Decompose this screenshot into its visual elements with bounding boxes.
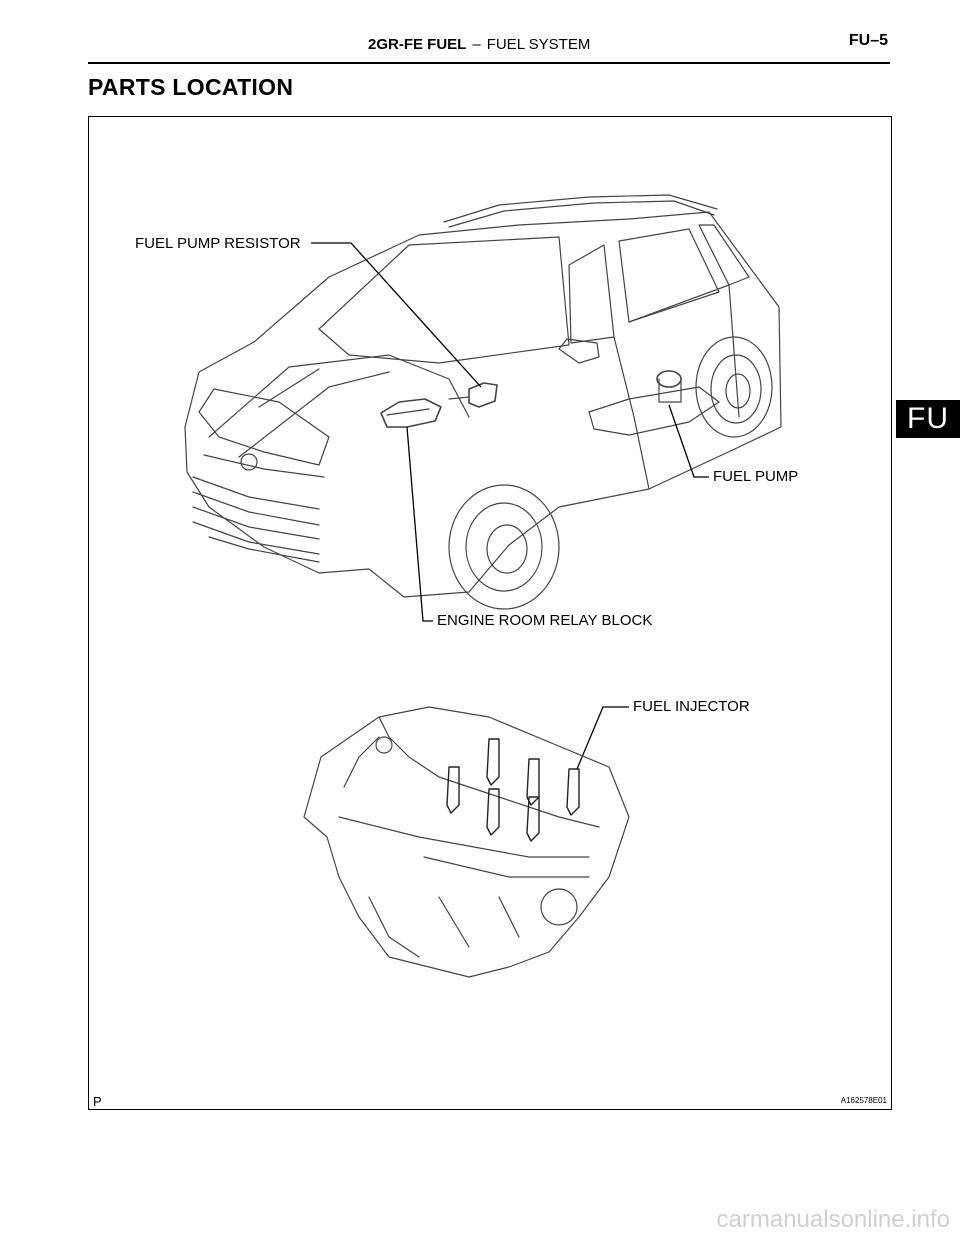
leader-engine-room-relay-block xyxy=(406,426,433,622)
front-wheel xyxy=(448,484,560,610)
header-section: 2GR-FE FUEL xyxy=(368,36,467,53)
label-fuel-injector: FUEL INJECTOR xyxy=(633,698,750,715)
watermark: carmanualsonline.info xyxy=(716,1206,950,1233)
injector-3 xyxy=(566,768,580,816)
header-subsection: FUEL SYSTEM xyxy=(486,36,591,53)
parts-location-figure: FUEL PUMP RESISTOR FUEL PUMP ENGINE ROOM… xyxy=(88,116,892,1110)
page-title: PARTS LOCATION xyxy=(88,74,294,100)
header-separator: – xyxy=(472,36,481,53)
label-fuel-pump-resistor: FUEL PUMP RESISTOR xyxy=(135,235,301,252)
side-window xyxy=(568,244,615,344)
leader-fuel-pump xyxy=(668,404,709,478)
fuel-pump-component xyxy=(656,370,682,388)
fuel-tank xyxy=(588,386,720,436)
windshield xyxy=(318,236,570,364)
injector-1 xyxy=(486,738,500,786)
section-tab: FU xyxy=(896,400,960,438)
engine-block xyxy=(303,706,630,978)
injector-5 xyxy=(486,788,500,836)
figure-corner-mark: P xyxy=(93,1094,102,1109)
injector-4 xyxy=(446,766,460,814)
label-fuel-pump: FUEL PUMP xyxy=(713,468,799,485)
fuel-injectors xyxy=(446,738,580,842)
vehicle-engine-illustration xyxy=(184,194,782,978)
page-header: 2GR-FE FUEL–FUEL SYSTEM FU–5 xyxy=(88,26,890,64)
label-engine-room-relay-block: ENGINE ROOM RELAY BLOCK xyxy=(437,612,653,629)
side-mirror xyxy=(558,338,600,364)
leader-fuel-pump-resistor xyxy=(311,242,482,388)
fuel-pump-resistor-component xyxy=(468,382,498,408)
header-title: 2GR-FE FUEL–FUEL SYSTEM xyxy=(368,36,590,53)
headlight xyxy=(198,388,330,466)
relay-block-component xyxy=(380,398,442,428)
figure-id: A162578E01 xyxy=(840,1096,887,1105)
roof-rail xyxy=(443,194,718,223)
grille xyxy=(203,454,325,478)
page-number: FU–5 xyxy=(848,32,888,49)
leader-fuel-injector xyxy=(576,706,629,770)
injector-6 xyxy=(526,796,540,842)
vehicle-body xyxy=(184,211,782,598)
injector-2 xyxy=(526,758,540,806)
